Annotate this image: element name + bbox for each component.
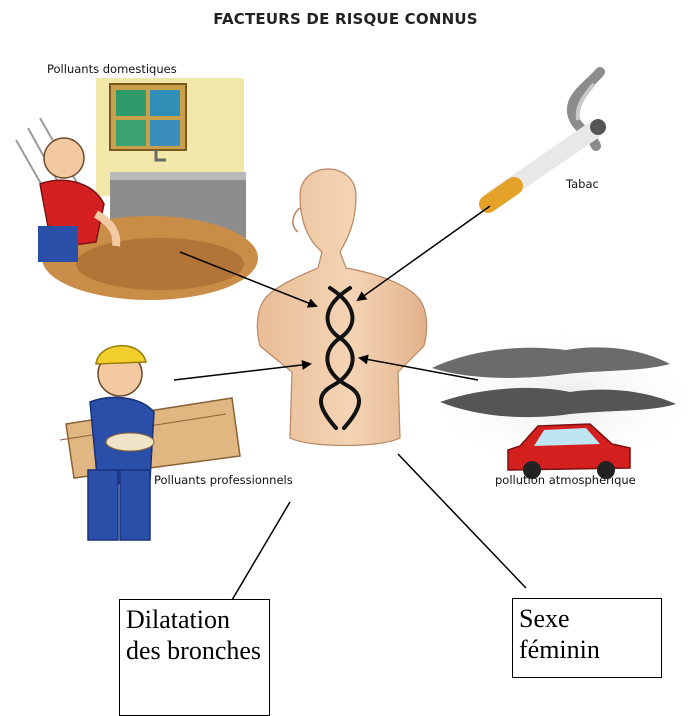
label-atmospheric-pollution: pollution atmosphérique xyxy=(495,473,636,487)
arrow-tobacco xyxy=(358,206,490,300)
label-professional-pollutants: Polluants professionnels xyxy=(154,473,293,487)
connector-dilatation xyxy=(232,502,290,600)
box-dilatation-bronches: Dilatation des bronches xyxy=(119,599,270,716)
arrow-professional xyxy=(174,364,310,380)
atmospheric-pollution-illustration xyxy=(432,332,691,479)
domestic-pollutants-illustration xyxy=(16,78,258,300)
torso-illustration xyxy=(257,169,426,446)
label-tobacco: Tabac xyxy=(566,177,599,191)
label-domestic-pollutants: Polluants domestiques xyxy=(47,62,177,76)
box-sexe-feminin: Sexe féminin xyxy=(512,598,662,678)
